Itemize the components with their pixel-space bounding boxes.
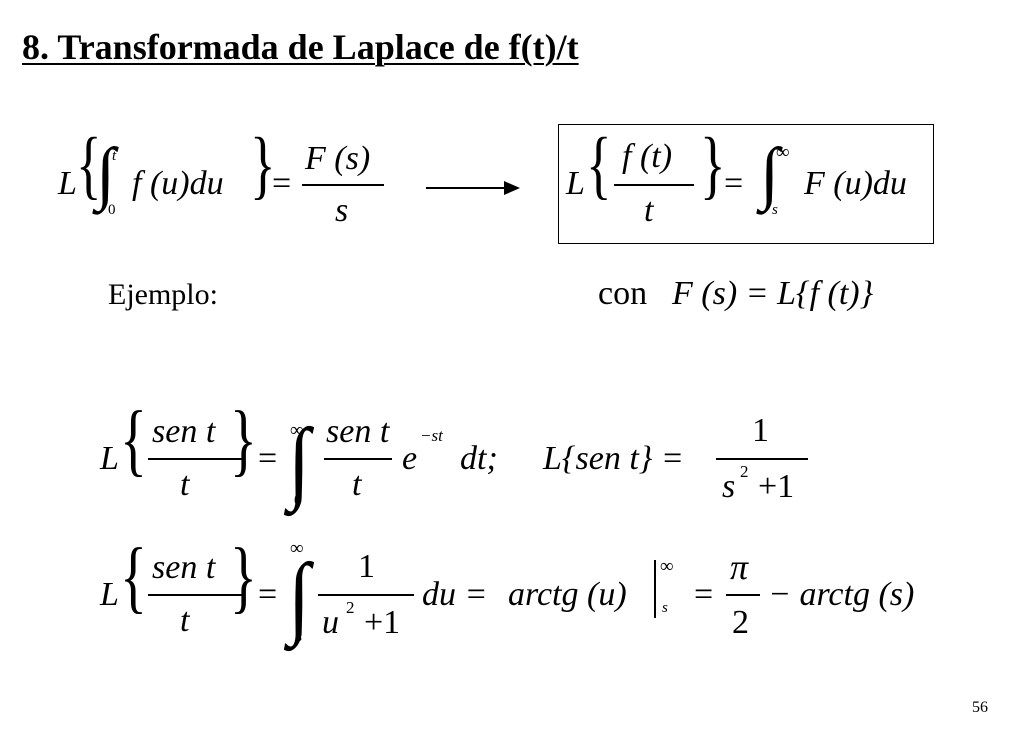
fraction-numerator: F (s) xyxy=(305,140,371,177)
right-brace: } xyxy=(230,396,257,484)
transform-denominator-base: s xyxy=(722,468,736,505)
antiderivative: arctg (u) xyxy=(508,576,627,613)
integrand-denominator: t xyxy=(352,466,362,503)
lhs-denominator: t xyxy=(180,466,190,503)
main-result-box xyxy=(558,124,934,244)
right-brace: } xyxy=(700,123,726,207)
right-brace: } xyxy=(250,123,276,207)
laplace-operator: L xyxy=(58,165,77,202)
upper-limit: ∞ xyxy=(290,538,304,559)
integrand-denominator-exponent: 2 xyxy=(346,598,355,617)
fraction-denominator: s xyxy=(335,192,349,229)
example-label: Ejemplo: xyxy=(108,278,218,311)
fraction-bar xyxy=(324,458,392,460)
integrand: F (u)du xyxy=(804,165,907,202)
page-number: 56 xyxy=(972,699,988,716)
lower-limit: 0 xyxy=(108,202,116,218)
upper-limit: ∞ xyxy=(290,420,304,441)
transform-numerator: 1 xyxy=(752,412,769,449)
equals-sign: = xyxy=(724,165,744,202)
transform-lhs: L{sen t} = xyxy=(543,440,684,477)
laplace-operator: L xyxy=(566,165,585,202)
upper-limit: ∞ xyxy=(776,142,790,163)
fraction-bar xyxy=(148,594,242,596)
left-brace: { xyxy=(120,533,147,621)
differential: du = xyxy=(422,576,488,613)
right-arrow-icon xyxy=(426,181,520,195)
differential: dt; xyxy=(460,440,498,477)
result-tail: − arctg (s) xyxy=(768,576,915,613)
laplace-operator: L xyxy=(100,576,119,613)
exponent: −st xyxy=(420,426,443,445)
integrand: f (u)du xyxy=(132,165,224,202)
exponential-base: e xyxy=(402,440,418,477)
evaluation-upper: ∞ xyxy=(660,556,674,577)
lhs-denominator: t xyxy=(180,602,190,639)
fraction-bar xyxy=(302,184,384,186)
result-denominator: 2 xyxy=(732,604,749,641)
evaluation-lower: s xyxy=(662,600,668,616)
fraction-bar xyxy=(726,594,760,596)
laplace-operator: L xyxy=(100,440,119,477)
left-brace: { xyxy=(586,123,612,207)
integral-sign: ∫ xyxy=(288,411,310,513)
upper-limit: t xyxy=(112,148,117,164)
equals-sign: = xyxy=(694,576,714,613)
result-numerator: π xyxy=(730,547,749,587)
fraction-bar xyxy=(614,184,694,186)
integral-sign: ∫ xyxy=(288,546,310,648)
transform-denominator-exponent: 2 xyxy=(740,462,749,481)
integral-sign: ∫ xyxy=(760,135,780,212)
lower-limit: s xyxy=(296,628,303,645)
lhs-numerator: sen t xyxy=(152,549,216,586)
integrand-numerator: sen t xyxy=(326,413,390,450)
transform-denominator-rest: +1 xyxy=(758,468,795,505)
fraction-bar xyxy=(318,594,414,596)
integrand-numerator: 1 xyxy=(358,548,375,585)
left-brace: { xyxy=(120,396,147,484)
condition-prefix: con xyxy=(598,275,648,312)
equals-sign: = xyxy=(272,165,292,202)
slide-title: 8. Transformada de Laplace de f(t)/t xyxy=(22,27,579,67)
lhs-numerator: sen t xyxy=(152,413,216,450)
fraction-numerator: f (t) xyxy=(622,138,673,175)
left-brace: { xyxy=(76,123,102,207)
equals-sign: = xyxy=(258,576,278,613)
condition-expression: F (s) = L{f (t)} xyxy=(672,275,874,312)
fraction-bar xyxy=(716,458,808,460)
lower-limit: s xyxy=(772,202,778,218)
fraction-denominator: t xyxy=(644,192,654,229)
lower-limit: 0 xyxy=(294,492,302,509)
integrand-denominator-base: u xyxy=(322,604,339,641)
fraction-bar xyxy=(148,458,242,460)
evaluation-bar xyxy=(654,560,656,618)
integral-sign: ∫ xyxy=(96,135,116,212)
integrand-denominator-rest: +1 xyxy=(364,604,401,641)
equals-sign: = xyxy=(258,440,278,477)
right-brace: } xyxy=(230,533,257,621)
